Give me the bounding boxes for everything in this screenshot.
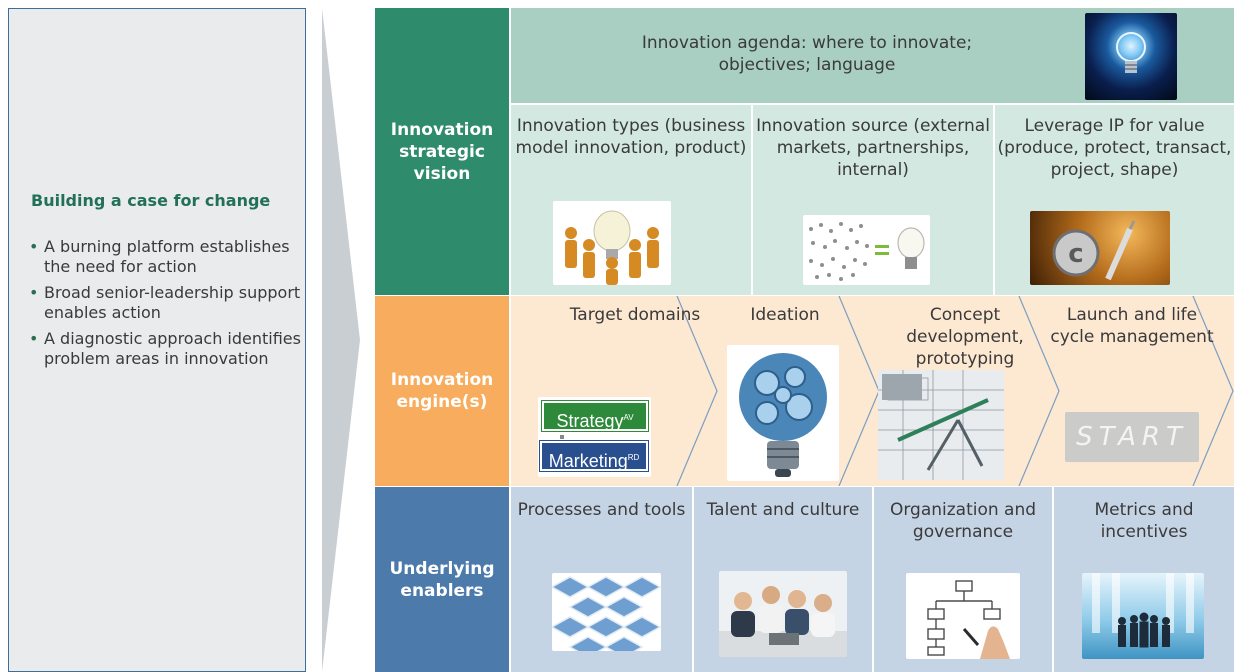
business-people-icon [1082, 573, 1204, 659]
start-text: START [1076, 422, 1188, 452]
vision-cell-text: Leverage IP for value (produce, protect,… [997, 116, 1232, 180]
copyright-pen-icon: c [1030, 211, 1170, 285]
business-people-glyph [1092, 573, 1194, 648]
org-chart-glyph [927, 580, 1010, 659]
case-for-change-list: • A burning platform establishes the need… [29, 237, 301, 375]
list-item-text: A diagnostic approach identifies problem… [44, 329, 301, 368]
blueprint-tools-glyph [878, 370, 1004, 480]
case-for-change-title: Building a case for change [31, 191, 271, 210]
abstract-blocks-icon [552, 573, 661, 651]
enabler-cell-text: Processes and tools [517, 500, 686, 520]
step-concept-text: Concept development, prototyping [906, 305, 1024, 369]
row-label-enablers: Underlying enablers [375, 487, 509, 672]
org-chart-icon [906, 573, 1020, 659]
people-lightbulb-icon [553, 201, 671, 285]
enabler-cell-metrics: Metrics and incentives [1054, 487, 1234, 672]
bullet-icon: • [29, 283, 39, 302]
team-meeting-glyph [719, 586, 847, 657]
vision-cell-sources: Innovation source (external markets, par… [753, 105, 993, 295]
enabler-cell-organization: Organization and governance [874, 487, 1052, 672]
list-item: • A burning platform establishes the need… [29, 237, 301, 277]
bullet-icon: • [29, 329, 39, 348]
bulbs-equals-bulb-glyph [809, 222, 925, 281]
svg-text:c: c [1068, 239, 1083, 269]
step-ideation-text: Ideation [750, 305, 820, 325]
start-line-icon: START [1065, 412, 1199, 462]
list-item: • A diagnostic approach identifies proble… [29, 329, 301, 369]
innovation-agenda-text: Innovation agenda: where to innovate; ob… [641, 33, 973, 75]
gear-bulb-icon [727, 345, 839, 481]
vision-cell-types: Innovation types (business model innovat… [511, 105, 751, 295]
enabler-cell-text: Organization and governance [889, 500, 1037, 542]
step-launch-text: Launch and life cycle management [1050, 305, 1214, 347]
step-target-domains-text: Target domains [569, 305, 701, 325]
bulbs-equals-bulb-icon [803, 215, 930, 285]
lightbulb-icon [1085, 13, 1177, 100]
lightbulb-glyph [1116, 32, 1146, 73]
people-lightbulb-glyph [565, 210, 659, 285]
enabler-cell-processes: Processes and tools [511, 487, 692, 672]
enabler-cell-text: Metrics and incentives [1094, 500, 1194, 542]
list-item-text: Broad senior-leadership support enables … [44, 283, 301, 322]
copyright-pen-glyph: c [1052, 220, 1136, 281]
enabler-cell-text: Talent and culture [706, 500, 860, 520]
enabler-cell-talent: Talent and culture [694, 487, 872, 672]
innovation-agenda-banner: Innovation agenda: where to innovate; ob… [511, 8, 1234, 103]
chevron-arrow [322, 8, 360, 672]
street-signs-icon: StrategyAV MarketingRD [538, 397, 651, 477]
abstract-blocks-glyph [552, 576, 661, 651]
blueprint-tools-icon [878, 370, 1004, 480]
gear-bulb-glyph [739, 353, 827, 477]
vision-cell-text: Innovation types (business model innovat… [515, 116, 747, 158]
bullet-icon: • [29, 237, 39, 256]
strategy-sign: StrategyAV [542, 401, 648, 431]
list-item-text: A burning platform establishes the need … [44, 237, 290, 276]
vision-cell-ip: Leverage IP for value (produce, protect,… [995, 105, 1234, 295]
case-for-change-panel: Building a case for change • A burning pl… [8, 8, 306, 672]
marketing-sign: MarketingRD [540, 441, 648, 471]
row-label-engine: Innovation engine(s) [375, 296, 509, 486]
team-meeting-icon [719, 571, 847, 657]
vision-cell-text: Innovation source (external markets, par… [756, 116, 990, 180]
sign-pole [560, 435, 564, 439]
framework-grid: Innovation strategic vision Innovation e… [375, 8, 1234, 672]
row-label-vision: Innovation strategic vision [375, 8, 509, 295]
list-item: • Broad senior-leadership support enables… [29, 283, 301, 323]
